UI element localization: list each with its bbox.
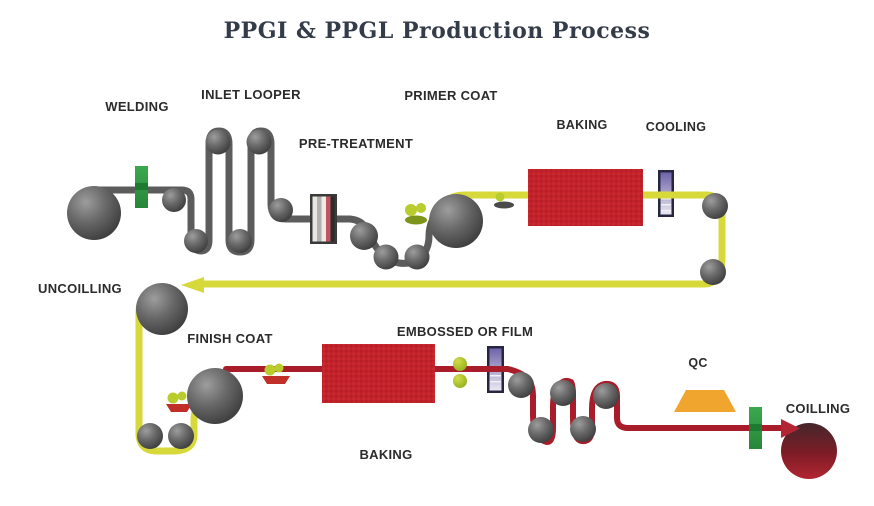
baking-oven-bottom — [322, 344, 435, 403]
cooling-unit-line — [661, 198, 671, 200]
label-embossed-or-film: EMBOSSED OR FILM — [397, 324, 533, 339]
label-baking-top: BAKING — [556, 118, 607, 132]
label-primer-coat: PRIMER COAT — [404, 88, 497, 103]
label-qc: QC — [688, 356, 707, 370]
looper-roll-bottom-2 — [228, 229, 252, 253]
applicator-tray — [405, 215, 427, 225]
pretreat-roll-1 — [350, 222, 378, 250]
pretreat-roll-2 — [373, 244, 399, 270]
label-uncoilling: UNCOILLING — [38, 281, 122, 296]
tray-dark-ellipse — [494, 201, 514, 209]
finish-coater-roll — [187, 368, 243, 424]
pre-treatment-stripe — [321, 196, 326, 242]
deflector-roll — [162, 188, 186, 212]
finish-coat-applicator-right — [262, 363, 290, 384]
exit-looper-roll-top-1 — [508, 372, 534, 398]
label-inlet-looper: INLET LOOPER — [201, 87, 301, 102]
label-welding: WELDING — [105, 99, 168, 114]
cooling-unit-line — [661, 210, 671, 212]
pre-treatment-stripe — [326, 196, 331, 242]
label-coilling: COILLING — [786, 401, 851, 416]
applicator-ball — [274, 363, 284, 373]
primer-exit-tray — [494, 192, 514, 209]
rolls — [67, 129, 728, 449]
finish-coat-applicator-left — [166, 391, 192, 412]
applicator-ball — [177, 391, 187, 401]
applicator-ball — [495, 192, 505, 202]
film-unit-line — [490, 375, 501, 377]
label-baking-bottom: BAKING — [359, 447, 412, 462]
uncoiler-roll-bottom — [136, 283, 188, 335]
baking-oven-top — [528, 169, 643, 226]
uncoiler-roll-top — [67, 186, 121, 240]
looper-roll-bottom-1 — [184, 229, 208, 253]
applicator-tray — [166, 404, 192, 412]
applicator-tray — [262, 376, 290, 384]
welding-bar-band — [135, 183, 148, 190]
label-cooling: COOLING — [646, 120, 706, 134]
exit-looper-roll-top-3 — [593, 383, 619, 409]
applicator-ball — [405, 204, 417, 216]
looper-roll-top-2 — [246, 129, 272, 155]
applicator-ball — [264, 364, 276, 376]
pre-treatment-unit — [310, 194, 337, 244]
qc-station — [674, 390, 736, 412]
embossing-roll — [453, 374, 467, 388]
diagram-title: PPGI & PPGL Production Process — [224, 18, 651, 44]
pre-treatment-stripe — [330, 196, 335, 242]
pretreat-roll-3 — [404, 244, 430, 270]
turn-roll-right-top — [702, 193, 728, 219]
lower-turn-roll-2 — [168, 423, 194, 449]
looper-roll-top-1 — [205, 129, 231, 155]
lower-turn-roll-1 — [137, 423, 163, 449]
exit-inspection-station — [749, 407, 762, 449]
applicator-ball — [167, 392, 179, 404]
exit-looper-roll-top-2 — [550, 380, 576, 406]
green-station-band — [749, 424, 762, 431]
exit-looper-roll-bottom-2 — [570, 416, 596, 442]
label-finish-coat: FINISH COAT — [187, 331, 272, 346]
recoiler-coil — [781, 423, 837, 479]
flow-arrow-left-icon — [181, 277, 204, 293]
cooling-unit-line — [661, 204, 671, 206]
embossing-roll — [453, 357, 467, 371]
flow-arrow-right-icon — [781, 419, 800, 438]
primer-coat-applicator — [405, 203, 427, 225]
film-unit-line — [490, 381, 501, 383]
applicator-ball — [416, 203, 426, 213]
pre-treatment-stripe — [317, 196, 322, 242]
embossing-rolls — [453, 357, 467, 388]
label-pre-treatment: PRE-TREATMENT — [299, 136, 413, 151]
pre-treatment-stripe — [312, 196, 317, 242]
exit-looper-roll-bottom-1 — [528, 417, 554, 443]
looper-exit-roll — [269, 198, 293, 222]
welding-station — [135, 166, 148, 208]
primer-coater-roll — [429, 194, 483, 248]
turn-roll-right-bottom — [700, 259, 726, 285]
